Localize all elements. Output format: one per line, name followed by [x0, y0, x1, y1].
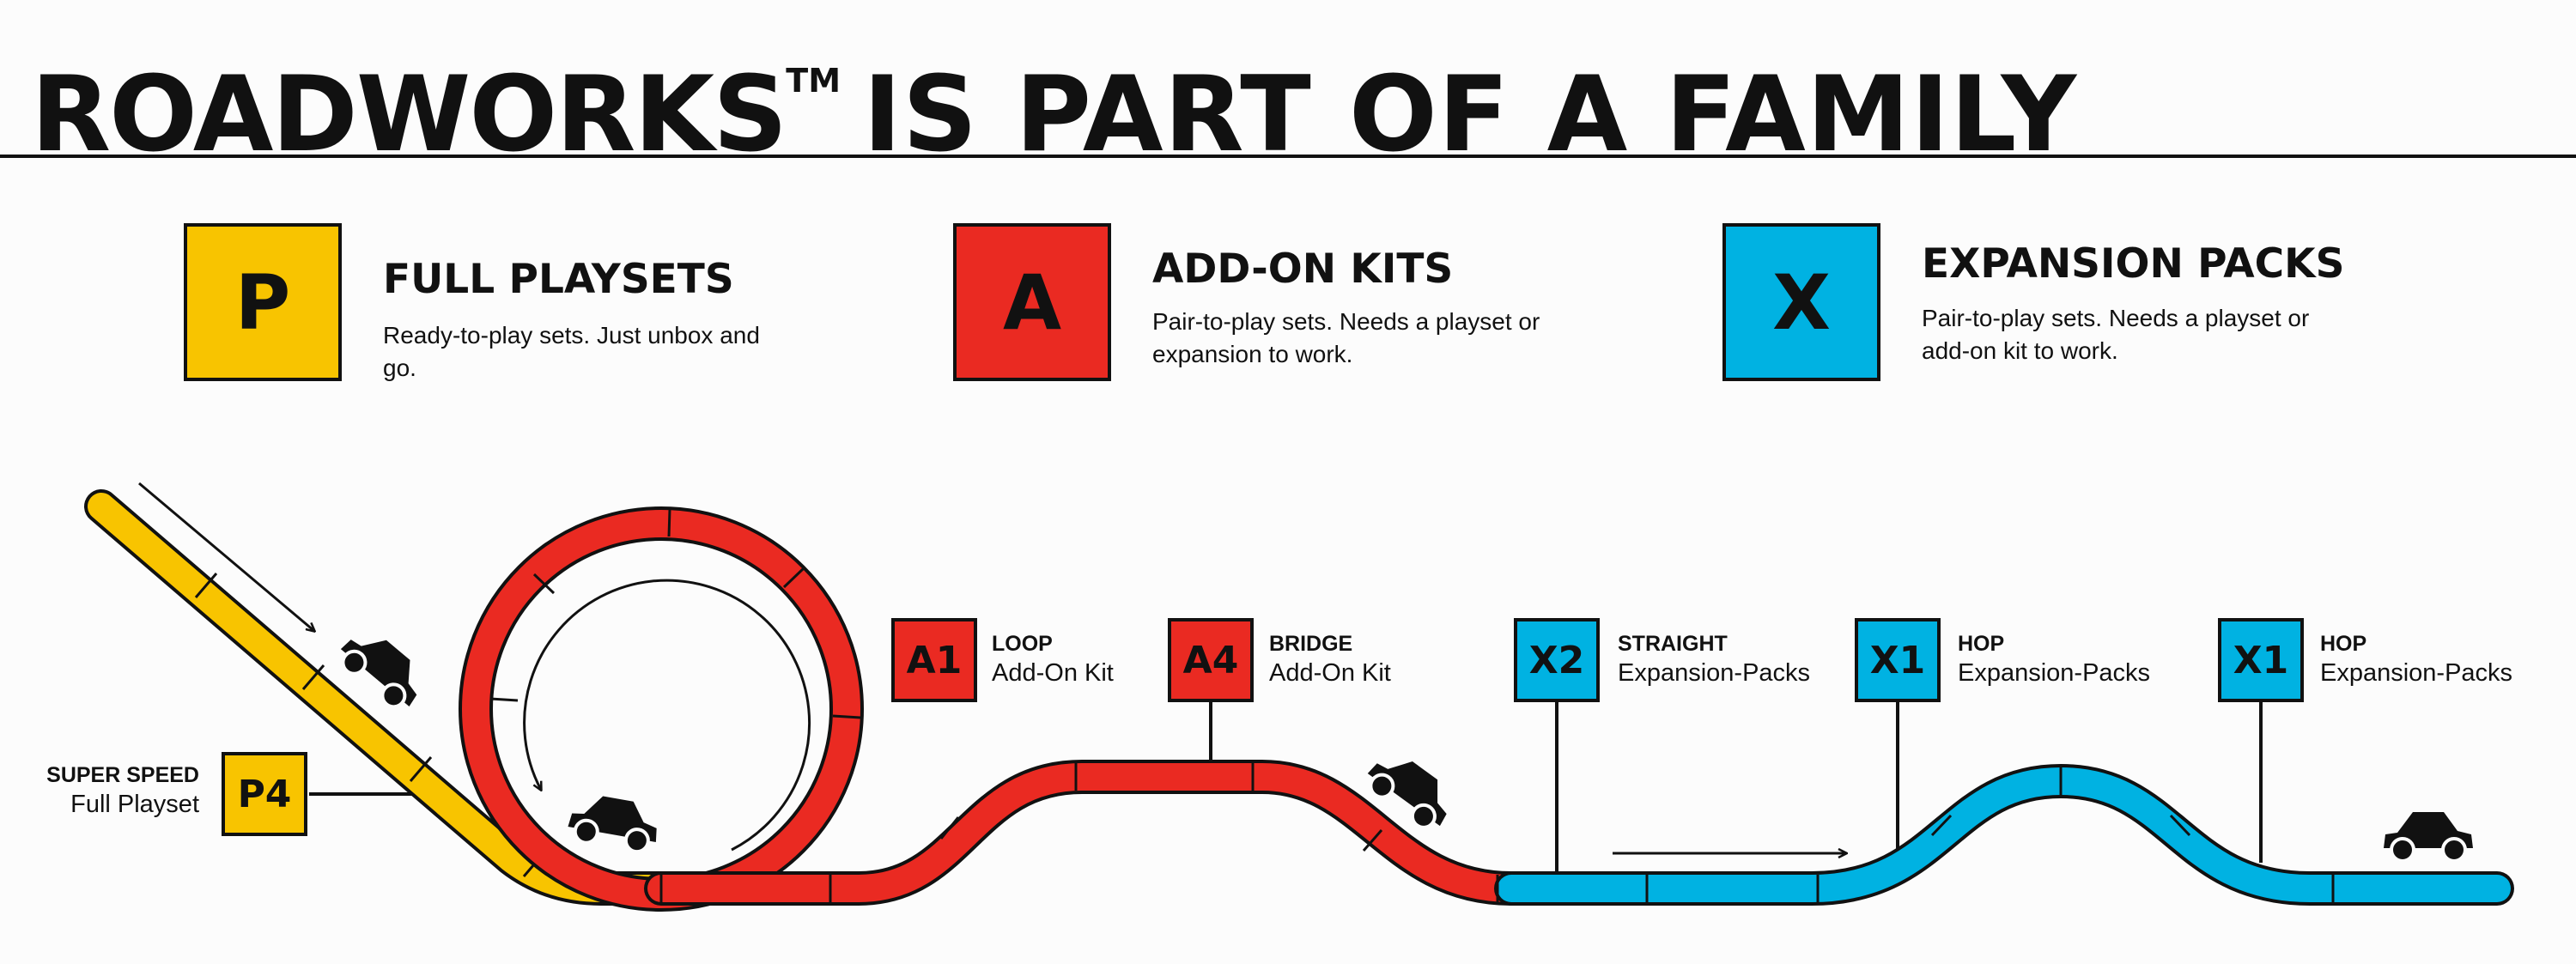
track-loop: [459, 506, 864, 912]
kit-type: Expansion-Packs: [1618, 659, 1811, 687]
kit-type: Full Playset: [70, 791, 199, 818]
kit-box-x1: X1: [1855, 618, 1941, 702]
legend-box-a: A: [953, 223, 1111, 381]
arrow-icon: [138, 482, 1846, 853]
kit-box-x2: X2: [1514, 618, 1600, 702]
trademark-mark: TM: [786, 62, 841, 100]
kit-name: SUPER SPEED: [46, 763, 199, 787]
track-expansion: [1494, 763, 2514, 906]
title-divider: [0, 155, 2576, 158]
track-bridge: [644, 760, 1546, 906]
kit-box-p4: P4: [222, 752, 307, 836]
legend-description-expansion-packs: Pair-to-play sets. Needs a playset or ad…: [1922, 305, 2310, 364]
kit-name: STRAIGHT: [1618, 632, 1728, 656]
kit-label-bridge: BRIDGE Add-On Kit: [1269, 629, 1391, 688]
kit-name: BRIDGE: [1269, 632, 1353, 656]
kit-label-super-speed: SUPER SPEED Full Playset: [46, 761, 199, 819]
kit-name: HOP: [1958, 632, 2005, 656]
kit-label-hop: HOP Expansion-Packs: [2320, 629, 2512, 688]
kit-label-straight: STRAIGHT Expansion-Packs: [1618, 629, 1810, 688]
kit-box-a4: A4: [1168, 618, 1254, 702]
kit-box-a1: A1: [891, 618, 977, 702]
kit-type: Expansion-Packs: [1958, 659, 2151, 687]
kit-name: LOOP: [992, 632, 1053, 656]
car-icon: [563, 789, 665, 857]
kit-label-loop: LOOP Add-On Kit: [992, 629, 1114, 688]
kit-type: Add-On Kit: [992, 659, 1114, 687]
legend-heading-full-playsets: FULL PLAYSETS: [383, 256, 734, 303]
car-icon: [2382, 810, 2475, 863]
kit-type: Add-On Kit: [1269, 659, 1391, 687]
legend-description-full-playsets: Ready-to-play sets. Just unbox and go.: [383, 322, 760, 381]
legend-heading-add-on-kits: ADD-ON KITS: [1152, 246, 1454, 293]
legend-heading-expansion-packs: EXPANSION PACKS: [1922, 240, 2345, 288]
kit-type: Expansion-Packs: [2320, 659, 2513, 687]
legend-description-add-on-kits: Pair-to-play sets. Needs a playset or ex…: [1152, 308, 1540, 367]
kit-box-x1: X1: [2218, 618, 2304, 702]
kit-name: HOP: [2320, 632, 2367, 656]
kit-label-hop: HOP Expansion-Packs: [1958, 629, 2150, 688]
legend-box-p: P: [184, 223, 342, 381]
legend-box-x: X: [1722, 223, 1880, 381]
